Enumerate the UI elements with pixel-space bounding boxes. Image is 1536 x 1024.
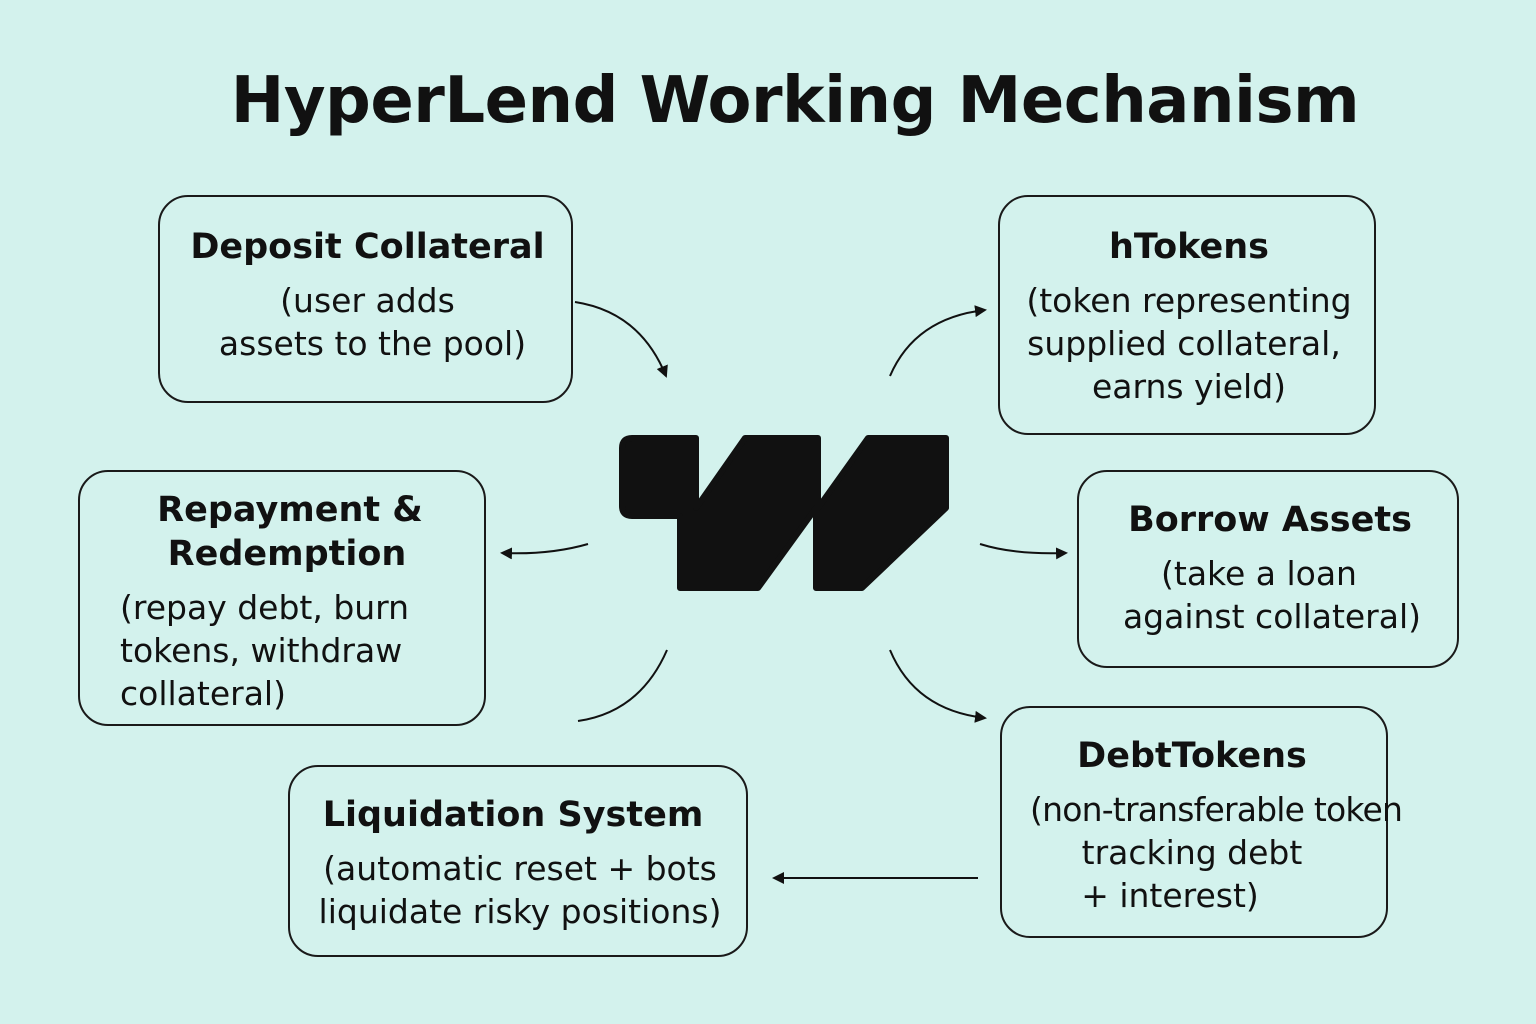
borrow-assets-desc-line: (take a loan <box>1161 554 1357 593</box>
liquidation-system-desc-line: liquidate risky positions) <box>318 892 722 931</box>
debttokens-desc-line: (non-transferable token <box>1030 790 1403 829</box>
deposit-collateral-desc-line: (user adds <box>280 281 455 320</box>
borrow-assets-title: Borrow Assets <box>1128 500 1412 540</box>
hyperlend-logo <box>619 435 949 591</box>
repayment-redemption-desc-line: collateral) <box>120 674 286 713</box>
liquidation-system-title: Liquidation System <box>322 795 704 835</box>
liquidation-system-desc-line: (automatic reset + bots <box>323 849 717 888</box>
arrow-center-to-debttokens <box>889 649 987 723</box>
liquidation-system-box: Liquidation System (automatic reset + bo… <box>288 765 748 957</box>
repayment-redemption-desc-line: tokens, withdraw <box>120 631 403 670</box>
borrow-assets-box: Borrow Assets (take a loan against colla… <box>1077 470 1459 668</box>
repayment-redemption-desc-line: (repay debt, burn <box>120 588 410 627</box>
htokens-title: hTokens <box>1108 227 1269 267</box>
htokens-desc-line: supplied collateral, <box>1027 324 1341 363</box>
arrow-center-to-htokens <box>889 305 987 377</box>
arrow-deposit-to-center <box>574 301 668 378</box>
debttokens-title: DebtTokens <box>1077 736 1307 776</box>
borrow-assets-desc-line: against collateral) <box>1122 597 1422 636</box>
htokens-desc-line: (token representing <box>1026 281 1352 320</box>
connector-center-to-liquidation <box>577 649 668 722</box>
deposit-collateral-box: Deposit Collateral (user adds assets to … <box>158 195 573 403</box>
arrow-center-to-borrow <box>979 543 1068 560</box>
arrow-center-to-repayment <box>500 543 589 560</box>
repayment-redemption-box: Repayment & Redemption (repay debt, burn… <box>78 470 486 726</box>
diagram-title: HyperLend Working Mechanism <box>230 64 1360 138</box>
htokens-box: hTokens (token representing supplied col… <box>998 195 1376 435</box>
debttokens-desc-line: tracking debt <box>1081 833 1303 872</box>
deposit-collateral-title: Deposit Collateral <box>190 227 545 267</box>
repayment-redemption-title: Redemption <box>167 534 407 574</box>
htokens-desc-line: earns yield) <box>1091 367 1287 406</box>
debttokens-desc-line: + interest) <box>1081 876 1259 915</box>
debttokens-box: DebtTokens (non-transferable token track… <box>1000 706 1403 938</box>
repayment-redemption-title: Repayment & <box>157 490 423 530</box>
deposit-collateral-desc-line: assets to the pool) <box>218 324 527 363</box>
